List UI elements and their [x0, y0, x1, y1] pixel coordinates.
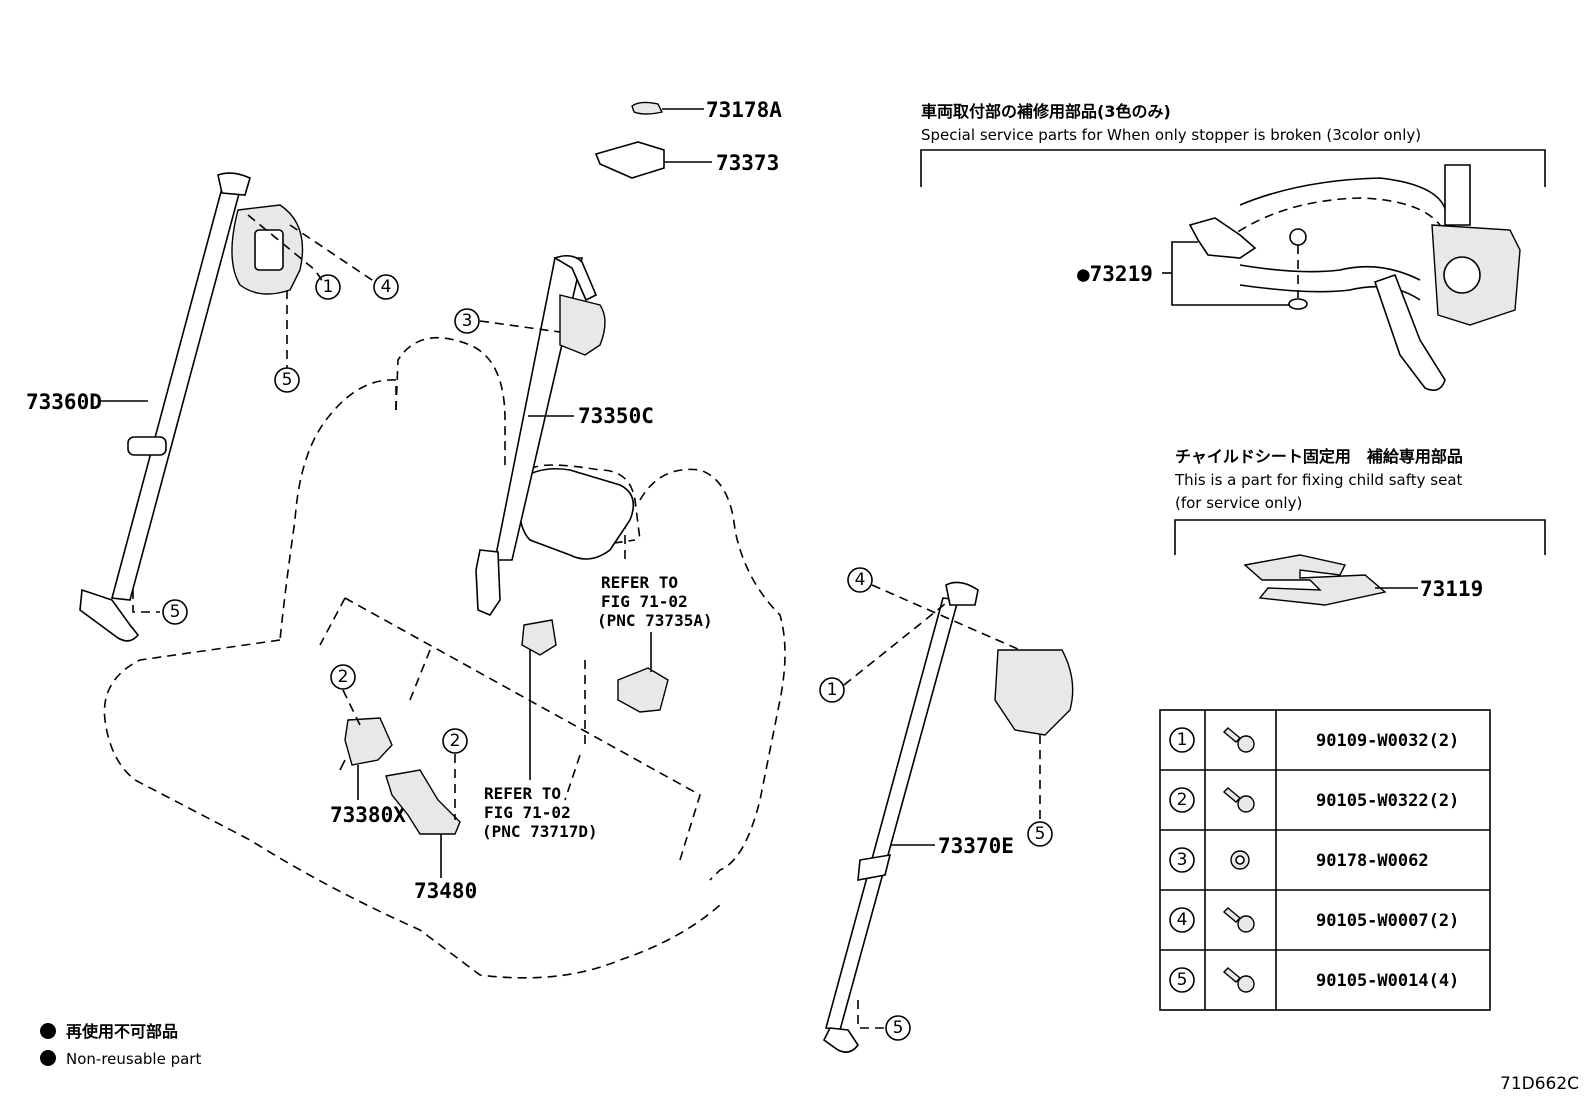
buckle-73380X[interactable] [339, 717, 393, 771]
refer-2-line3: (PNC 73717D) [482, 822, 598, 841]
svg-text:5: 5 [1035, 824, 1046, 844]
child-seat-bracket [1174, 519, 1546, 555]
seat-belt-73350C[interactable] [475, 254, 606, 616]
row-number: 5 [1177, 970, 1188, 990]
label-73480: 73480 [414, 879, 477, 903]
svg-text:3: 3 [462, 311, 473, 331]
row-number: 3 [1177, 850, 1188, 870]
bolt-washer-icon [1222, 907, 1255, 933]
label-73350C: 73350C [578, 404, 654, 428]
label-73178A: 73178A [706, 98, 782, 122]
row-part-number: 90105-W0014(4) [1316, 971, 1459, 991]
label-73373: 73373 [716, 151, 779, 175]
row-callout-circle [1169, 787, 1195, 813]
row-number: 1 [1177, 730, 1188, 750]
child-seat-note-jp: チャイルドシート固定用 補給専用部品 [1175, 447, 1463, 466]
bolt-washer-icon [1222, 967, 1255, 993]
row-number: 4 [1177, 910, 1188, 930]
refer-1-line2: FIG 71-02 [601, 592, 688, 611]
bolt-washer-icon [1222, 787, 1255, 813]
svg-text:1: 1 [323, 277, 334, 297]
refer-2-line2: FIG 71-02 [484, 803, 571, 822]
table-row: 1 90109-W0032(2) [1169, 727, 1459, 753]
svg-text:5: 5 [893, 1018, 904, 1038]
seat-belt-73360D[interactable] [79, 172, 304, 642]
svg-text:5: 5 [282, 370, 293, 390]
label-73370E: 73370E [938, 834, 1014, 858]
svg-text:4: 4 [855, 570, 866, 590]
seat-belt-73370E[interactable] [822, 581, 1074, 1053]
legend-jp: 再使用不可部品 [66, 1022, 178, 1041]
legend: 再使用不可部品 Non-reusable part [40, 1022, 201, 1068]
anchor-plate-73119[interactable] [1243, 554, 1387, 606]
figure-code: 71D662C [1500, 1074, 1579, 1094]
row-part-number: 90105-W0322(2) [1316, 791, 1459, 811]
special-parts-note-en: Special service parts for When only stop… [921, 126, 1421, 144]
cover-73373[interactable] [594, 141, 665, 179]
label-73360D: 73360D [26, 390, 102, 414]
table-row: 5 90105-W0014(4) [1169, 967, 1459, 993]
clip-73178A[interactable] [631, 101, 664, 115]
refer-1-line3: (PNC 73735A) [597, 611, 713, 630]
special-parts-note-jp: 車両取付部の補修用部品(3色のみ) [921, 102, 1171, 121]
buckle-73735A [521, 619, 669, 713]
svg-text:5: 5 [170, 602, 181, 622]
svg-text:1: 1 [827, 680, 838, 700]
svg-text:2: 2 [450, 731, 461, 751]
row-number: 2 [1177, 790, 1188, 810]
svg-text:2: 2 [338, 667, 349, 687]
bolt-washer-icon [1222, 727, 1255, 753]
rear-seat-outline [103, 337, 786, 979]
row-callout-circle [1169, 847, 1195, 873]
label-73380X: 73380X [330, 803, 406, 827]
special-parts-bracket [920, 149, 1546, 187]
row-part-number: 90109-W0032(2) [1316, 731, 1459, 751]
legend-en: Non-reusable part [66, 1050, 201, 1068]
buckle-73480[interactable] [385, 769, 461, 835]
row-part-number: 90105-W0007(2) [1316, 911, 1459, 931]
hardware-table [1159, 709, 1491, 1011]
callouts: 1 4 5 5 3 2 2 4 1 5 5 [132, 214, 1053, 1041]
row-part-number: 90178-W0062 [1316, 851, 1429, 871]
row-callout-circle [1169, 727, 1195, 753]
child-seat-note-en2: (for service only) [1175, 494, 1302, 512]
label-73119: 73119 [1420, 577, 1483, 601]
refer-1-line1: REFER TO [601, 573, 678, 592]
bullet-icon [40, 1050, 56, 1066]
stopper-assembly-73219[interactable] [1188, 164, 1521, 391]
table-row: 2 90105-W0322(2) [1169, 787, 1459, 813]
bullet-icon [40, 1023, 56, 1039]
table-row: 4 90105-W0007(2) [1169, 907, 1459, 933]
nut-icon [1230, 850, 1250, 870]
refer-2-line1: REFER TO [484, 784, 561, 803]
table-row: 3 90178-W0062 [1169, 847, 1429, 873]
child-seat-note-en1: This is a part for fixing child safty se… [1174, 471, 1463, 489]
row-callout-circle [1169, 967, 1195, 993]
label-73219: ●73219 [1077, 262, 1153, 286]
svg-text:4: 4 [381, 277, 392, 297]
row-callout-circle [1169, 907, 1195, 933]
